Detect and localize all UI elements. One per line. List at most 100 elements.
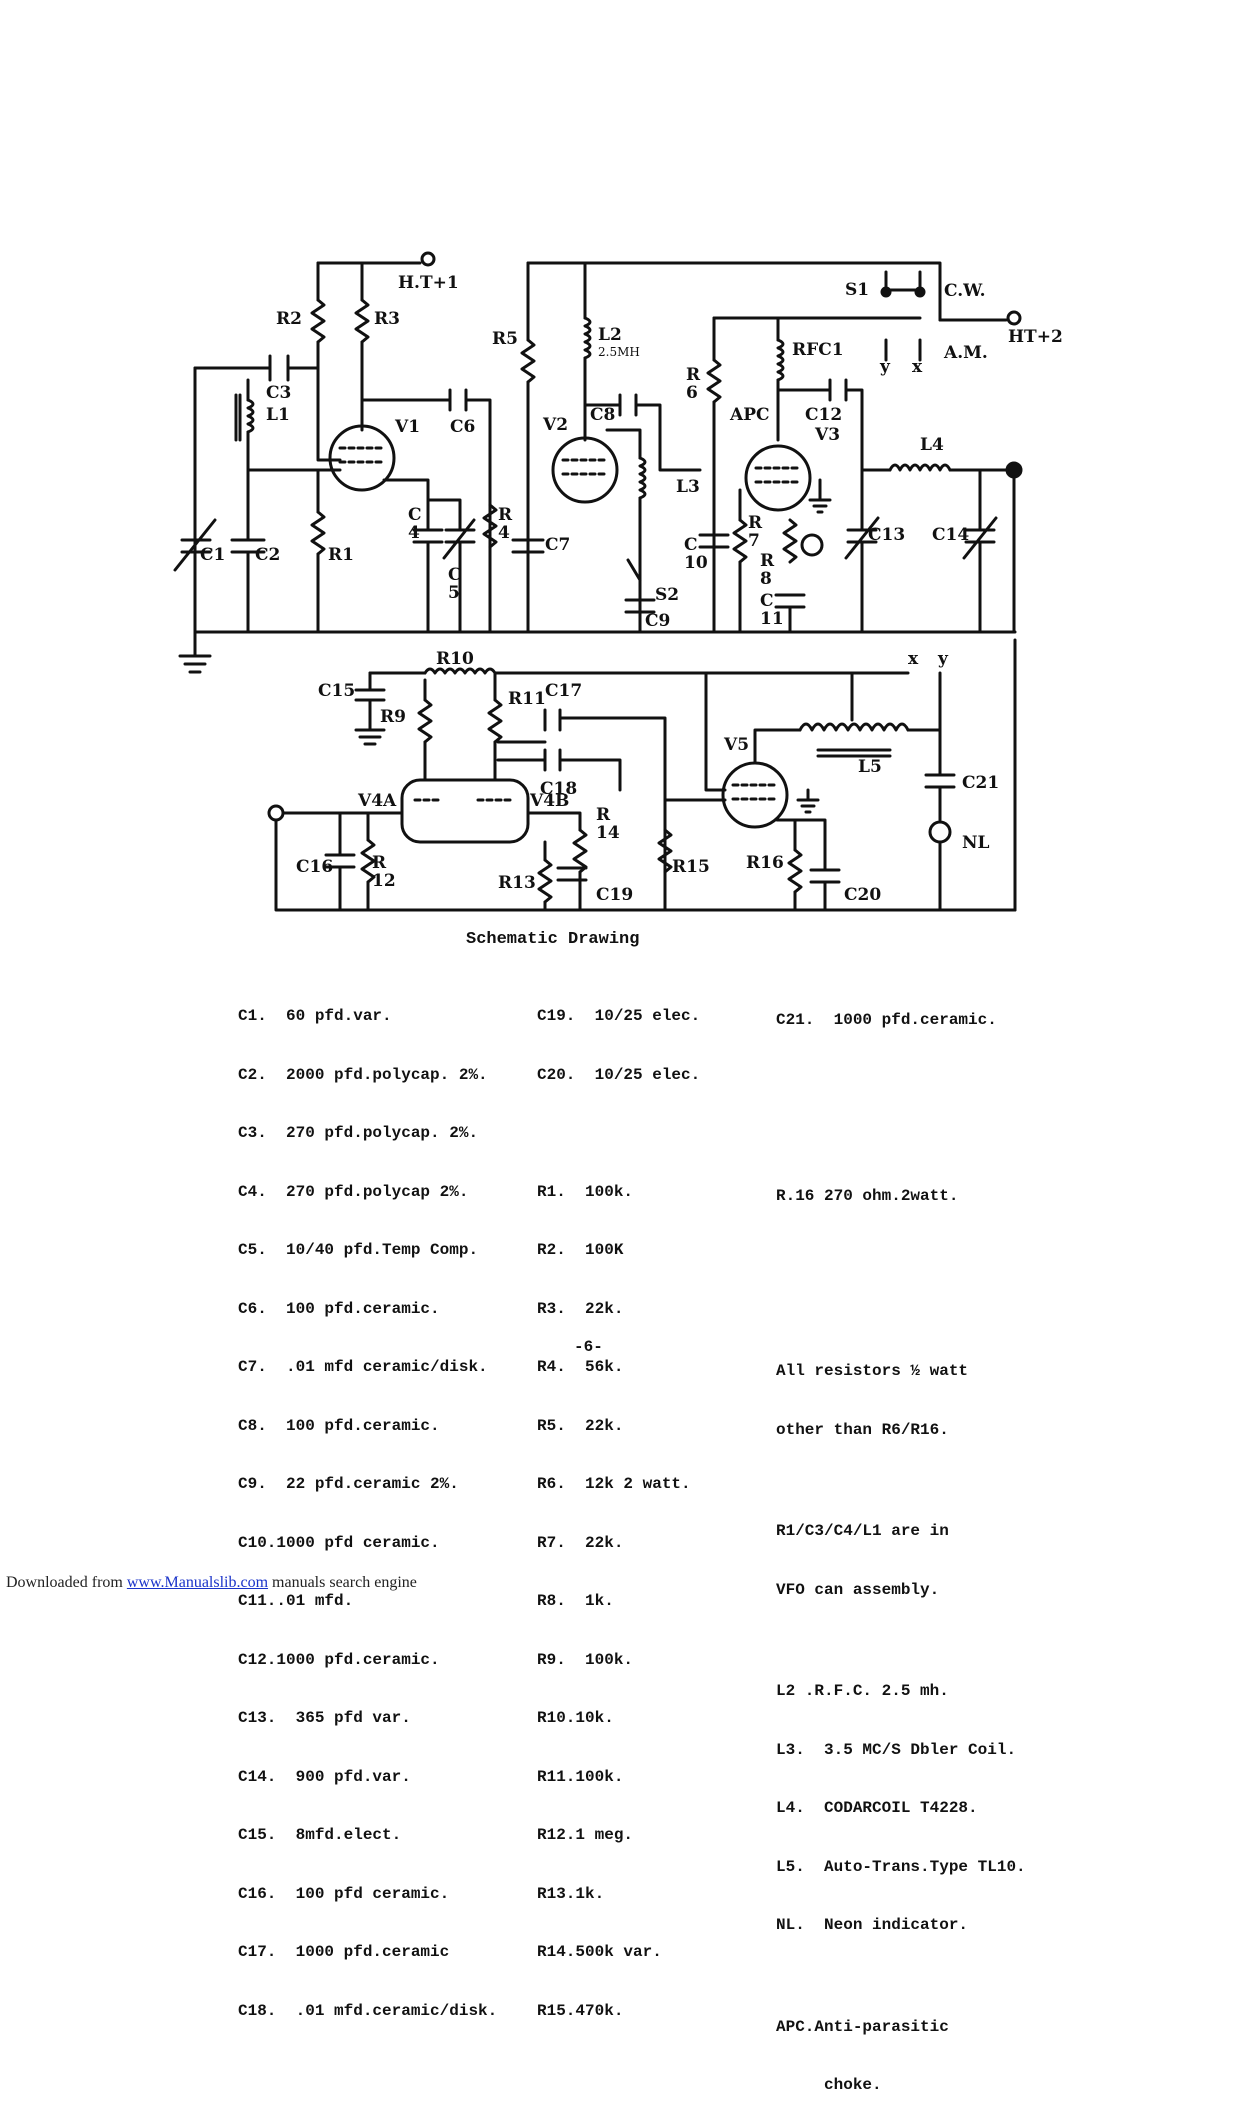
label-l1: L1 bbox=[266, 405, 290, 425]
part-line: C18. .01 mfd.ceramic/disk. bbox=[238, 2001, 498, 2020]
part-line: C19. 10/25 elec. bbox=[537, 1007, 701, 1025]
label-s2: S2 bbox=[655, 585, 679, 605]
part-line: R2. 100K bbox=[537, 1241, 624, 1259]
parts-list-resistors: C19. 10/25 elec. C20. 10/25 elec. R1. 10… bbox=[537, 968, 700, 2041]
label-y-bottom: y bbox=[937, 649, 949, 669]
download-footer: Downloaded from www.Manualslib.com manua… bbox=[6, 1574, 417, 1592]
label-nl: NL bbox=[962, 833, 990, 853]
label-c7: C7 bbox=[545, 535, 570, 555]
label-r3: R3 bbox=[374, 309, 400, 329]
label-c15: C15 bbox=[318, 681, 355, 701]
label-apc: APC bbox=[729, 405, 770, 425]
label-v2: V2 bbox=[542, 415, 568, 435]
label-r1: R1 bbox=[328, 545, 354, 565]
label-v3: V3 bbox=[814, 425, 840, 445]
part-line: L4. CODARCOIL T4228. bbox=[776, 1799, 978, 1817]
note-line: APC.Anti-parasitic bbox=[776, 2017, 949, 2036]
note-line: VFO can assembly. bbox=[776, 1580, 940, 1599]
schematic-diagram: H.T+1 HT+2 S1 C.W. A.M. y x R2 R3 C3 L1 … bbox=[173, 251, 1063, 912]
label-c3: C3 bbox=[266, 383, 291, 403]
part-line: R6. 12k 2 watt. bbox=[537, 1475, 691, 1493]
label-r15: R15 bbox=[672, 857, 710, 877]
label-l5: L5 bbox=[858, 757, 882, 777]
part-line: R5. 22k. bbox=[537, 1416, 624, 1435]
part-line: R7. 22k. bbox=[537, 1533, 624, 1552]
part-line: R15.470k. bbox=[537, 2001, 624, 2020]
part-line: C7. .01 mfd ceramic/disk. bbox=[238, 1358, 488, 1376]
label-c21: C21 bbox=[962, 773, 999, 793]
part-line: C21. 1000 pfd.ceramic. bbox=[776, 1011, 997, 1029]
label-c16: C16 bbox=[296, 857, 333, 877]
label-c13: C13 bbox=[868, 525, 905, 545]
label-l2: L2 bbox=[598, 325, 622, 345]
part-line: R13.1k. bbox=[537, 1884, 605, 1903]
label-c6: C6 bbox=[450, 417, 475, 437]
part-line: R8. 1k. bbox=[537, 1592, 614, 1610]
part-line: R3. 22k. bbox=[537, 1299, 624, 1318]
label-am: A.M. bbox=[943, 343, 988, 363]
part-line: C16. 100 pfd ceramic. bbox=[238, 1884, 450, 1903]
label-c14: C14 bbox=[932, 525, 969, 545]
footer-prefix: Downloaded from bbox=[6, 1574, 127, 1591]
part-line: R14.500k var. bbox=[537, 1943, 662, 1961]
part-line: C10.1000 pfd ceramic. bbox=[238, 1533, 440, 1552]
label-y-top: y bbox=[879, 357, 891, 377]
part-line: C6. 100 pfd.ceramic. bbox=[238, 1299, 440, 1318]
part-line: C2. 2000 pfd.polycap. 2%. bbox=[238, 1065, 488, 1084]
part-line: C8. 100 pfd.ceramic. bbox=[238, 1416, 440, 1435]
label-ht1: H.T+1 bbox=[398, 273, 459, 293]
label-v5: V5 bbox=[723, 735, 749, 755]
label-r5: R5 bbox=[492, 329, 518, 349]
label-c1: C1 bbox=[200, 545, 225, 565]
footer-suffix: manuals search engine bbox=[268, 1574, 417, 1591]
label-rfc1: RFC1 bbox=[792, 340, 844, 360]
label-l2-value: 2.5MH bbox=[598, 345, 640, 359]
label-r11: R11 bbox=[508, 689, 546, 709]
parts-list-capacitors: C1. 60 pfd.var. C2. 2000 pfd.polycap. 2%… bbox=[238, 968, 497, 2041]
label-c2: C2 bbox=[255, 545, 280, 565]
label-v1: V1 bbox=[394, 417, 420, 437]
part-line: L2 .R.F.C. 2.5 mh. bbox=[776, 1682, 949, 1700]
part-line: C14. 900 pfd.var. bbox=[238, 1767, 411, 1786]
part-line: C1. 60 pfd.var. bbox=[238, 1007, 392, 1025]
part-line: R1. 100k. bbox=[537, 1182, 634, 1201]
part-line: R4. 56k. bbox=[537, 1358, 624, 1376]
label-r10: R10 bbox=[436, 649, 474, 669]
label-x-top: x bbox=[912, 357, 923, 377]
label-cw: C.W. bbox=[944, 281, 986, 301]
note-line: other than R6/R16. bbox=[776, 1420, 949, 1439]
label-x-bottom: x bbox=[908, 649, 919, 669]
part-line: C5. 10/40 pfd.Temp Comp. bbox=[238, 1241, 479, 1259]
part-line: L5. Auto-Trans.Type TL10. bbox=[776, 1857, 1026, 1876]
label-c20: C20 bbox=[844, 885, 881, 905]
label-l4: L4 bbox=[920, 435, 944, 455]
part-line: C20. 10/25 elec. bbox=[537, 1065, 701, 1084]
label-r2: R2 bbox=[276, 309, 302, 329]
label-c18: C18 bbox=[540, 779, 577, 799]
page-number: -6- bbox=[574, 1338, 603, 1356]
label-c8: C8 bbox=[590, 405, 615, 425]
part-line: L3. 3.5 MC/S Dbler Coil. bbox=[776, 1740, 1017, 1759]
label-c12: C12 bbox=[805, 405, 842, 425]
part-line: C17. 1000 pfd.ceramic bbox=[238, 1943, 450, 1961]
manualslib-link[interactable]: www.Manualslib.com bbox=[126, 1574, 269, 1591]
label-v4b: V4B bbox=[529, 791, 569, 811]
label-r9: R9 bbox=[380, 707, 406, 727]
label-c9: C9 bbox=[645, 611, 670, 631]
part-line: C11..01 mfd. bbox=[238, 1592, 354, 1610]
label-c19: C19 bbox=[596, 885, 633, 905]
label-l3: L3 bbox=[676, 477, 700, 497]
part-line: NL. Neon indicator. bbox=[776, 1916, 969, 1934]
note-line: All resistors ½ watt bbox=[776, 1362, 969, 1380]
part-line: C9. 22 pfd.ceramic 2%. bbox=[238, 1475, 459, 1493]
part-line: C4. 270 pfd.polycap 2%. bbox=[238, 1182, 469, 1201]
part-line: C3. 270 pfd.polycap. 2%. bbox=[238, 1124, 479, 1142]
note-line: choke. bbox=[776, 2076, 882, 2094]
part-line: R9. 100k. bbox=[537, 1650, 634, 1669]
